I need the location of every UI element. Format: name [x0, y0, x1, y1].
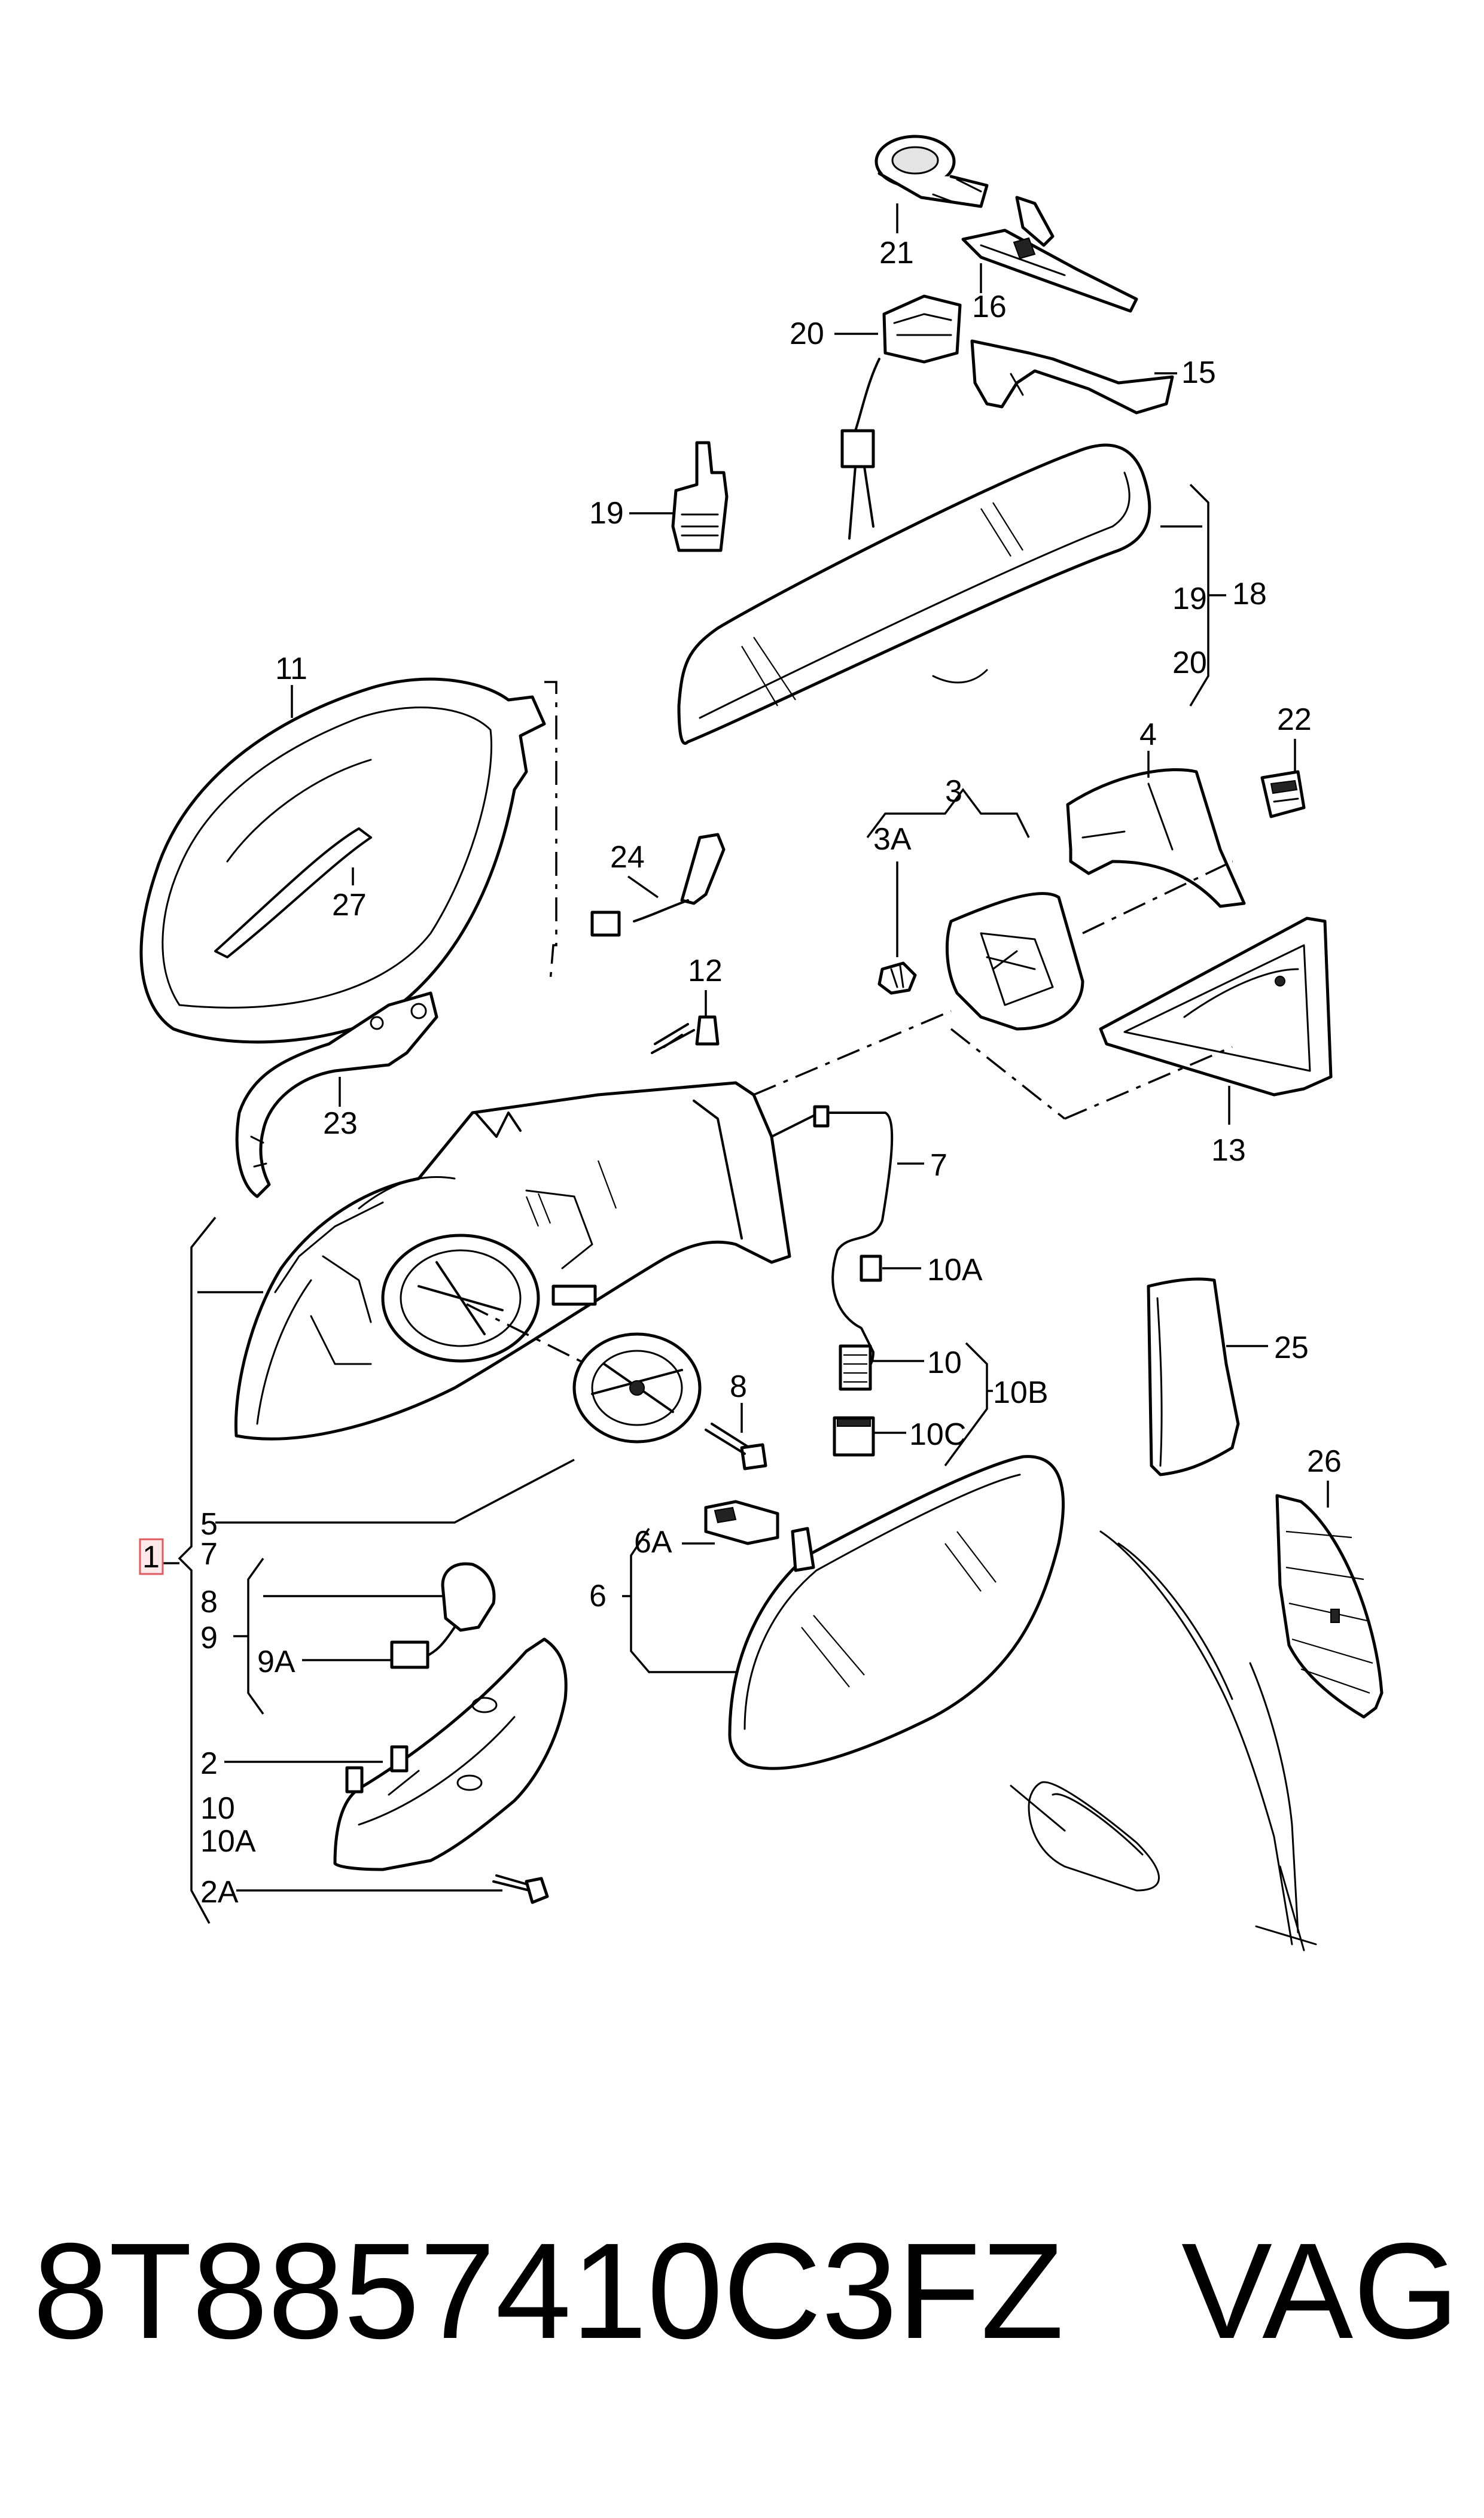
callout-25: 25 — [1274, 1330, 1309, 1365]
part-13-triangle-trim[interactable] — [1099, 917, 1333, 1097]
part-4-trim[interactable] — [1066, 768, 1246, 908]
part-6-mirror-glass[interactable] — [728, 1455, 1065, 1770]
callout-10a: 10A — [927, 1253, 983, 1287]
part-19-connector[interactable] — [671, 441, 729, 552]
callout-20-group: 20 — [1172, 646, 1207, 680]
callout-24: 24 — [610, 840, 645, 875]
part-number: 8T8857410C3FZ — [33, 2215, 1064, 2367]
part-3-base-plate[interactable] — [945, 892, 1084, 1031]
callout-1[interactable]: 1 — [142, 1540, 160, 1575]
part-5-adjuster-disc[interactable] — [572, 1332, 702, 1444]
part-6a-connector[interactable] — [704, 1500, 779, 1545]
interior-rearview-mirror[interactable] — [677, 443, 1151, 745]
callout-3a: 3A — [873, 822, 912, 857]
part-7-cable[interactable] — [770, 1105, 894, 1376]
part-23-bracket-arm[interactable] — [235, 991, 438, 1198]
callout-10c: 10C — [909, 1417, 966, 1452]
footer: 8T8857410C3FZ VAG — [33, 2213, 1468, 2369]
callout-2a: 2A — [200, 1875, 239, 1910]
part-11-housing-cap[interactable] — [139, 677, 546, 1044]
callout-26: 26 — [1307, 1444, 1342, 1479]
part-24-cable-plug[interactable] — [590, 833, 726, 937]
callout-8-list: 8 — [200, 1585, 218, 1619]
callout-23: 23 — [323, 1106, 358, 1141]
door-outline — [1010, 1530, 1317, 1951]
callout-3: 3 — [945, 774, 962, 809]
exploded-parts-diagram: 21 16 20 15 19 19 18 20 11 22 4 3 3A 24 … — [139, 135, 1384, 1951]
part-15-mount-cover[interactable] — [970, 339, 1174, 415]
part-2a-screw[interactable] — [492, 1874, 549, 1904]
callout-16: 16 — [972, 290, 1007, 324]
part-12-screw[interactable] — [651, 1015, 720, 1054]
callout-7-list: 7 — [200, 1537, 218, 1572]
part-22-clip[interactable] — [1260, 770, 1306, 818]
callout-1-highlight — [139, 1538, 164, 1575]
callout-9: 9 — [200, 1621, 218, 1655]
callout-5: 5 — [200, 1507, 218, 1542]
part-20-connector[interactable] — [840, 294, 962, 540]
part-10-connector[interactable] — [839, 1344, 872, 1391]
callout-22: 22 — [1277, 702, 1312, 737]
callout-2: 2 — [200, 1746, 218, 1781]
part-25-trim-strip[interactable] — [1147, 1277, 1240, 1476]
callout-10: 10 — [927, 1345, 962, 1380]
callout-18: 18 — [1232, 577, 1267, 611]
callout-27: 27 — [332, 888, 367, 922]
part-3a-clip[interactable] — [877, 961, 917, 995]
mirror-housing-assembly[interactable] — [234, 1081, 791, 1441]
callout-labels: 21 16 20 15 19 19 18 20 11 22 4 3 3A 24 … — [139, 236, 1342, 1910]
callout-19-group: 19 — [1172, 581, 1207, 616]
callout-9a: 9A — [257, 1645, 295, 1679]
part-26-side-trim[interactable] — [1275, 1494, 1384, 1719]
callout-12: 12 — [688, 954, 723, 988]
callout-8: 8 — [730, 1369, 747, 1404]
callout-6a: 6A — [634, 1525, 672, 1560]
callout-15: 15 — [1181, 355, 1216, 390]
part-9-puddle-lamp[interactable] — [390, 1562, 496, 1669]
callout-13: 13 — [1211, 1133, 1246, 1168]
callout-20: 20 — [790, 316, 824, 351]
callout-21: 21 — [879, 236, 914, 270]
callout-10a-list: 10A — [200, 1824, 256, 1859]
callout-10-list: 10 — [200, 1791, 235, 1826]
callout-7: 7 — [930, 1148, 947, 1183]
part-8-screw[interactable] — [705, 1423, 767, 1470]
callout-11: 11 — [275, 651, 307, 686]
callout-10b: 10B — [993, 1375, 1049, 1410]
part-10c-connector[interactable] — [833, 1416, 875, 1457]
brand-name: VAG — [1181, 2215, 1459, 2367]
part-16-bracket[interactable] — [961, 196, 1138, 313]
part-2-lower-cover[interactable] — [333, 1637, 568, 1871]
part-21-sensor[interactable] — [874, 135, 989, 208]
callout-19: 19 — [589, 496, 624, 531]
callout-4: 4 — [1139, 717, 1157, 752]
callout-6: 6 — [589, 1579, 607, 1613]
